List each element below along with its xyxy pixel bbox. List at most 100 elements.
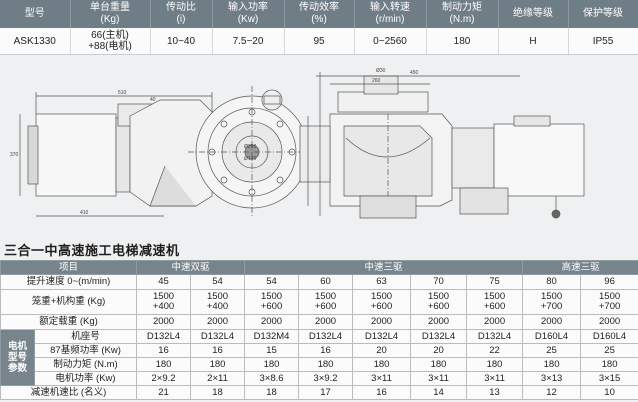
params-cell: 180: [190, 357, 246, 372]
params-cell: 2000: [522, 314, 582, 330]
section-title: 三合一中高速施工电梯减速机: [4, 243, 180, 258]
params-cell: 22: [466, 343, 524, 358]
params-cell: 3×11: [352, 371, 412, 386]
spec-header: 输入转速(r/min): [354, 0, 427, 28]
params-cell: 1500+700: [522, 289, 582, 315]
dim-label: 260: [372, 78, 381, 84]
params-cell: D132L4: [410, 329, 468, 344]
params-group-header: 中速双驱: [136, 260, 246, 275]
params-cell: D132L4: [136, 329, 192, 344]
params-row-label: 减速机速比 (名义): [0, 385, 138, 400]
dim-label: 510: [118, 90, 127, 96]
spec-header: 传动比(i): [150, 0, 213, 28]
params-row-label: 87基频功率 (Kw): [33, 343, 138, 358]
params-cell: 180: [410, 357, 468, 372]
params-cell: 16: [136, 343, 192, 358]
params-group-header: 高速三驱: [522, 260, 638, 275]
params-cell: 45: [136, 274, 192, 290]
params-cell: 21: [136, 385, 192, 400]
params-cell: 2000: [136, 314, 192, 330]
params-row-label: 制动力矩 (N.m): [33, 357, 138, 372]
params-cell: 16: [352, 385, 412, 400]
params-cell: D132L4: [298, 329, 354, 344]
params-cell: 20: [410, 343, 468, 358]
params-cell: 3×13: [522, 371, 582, 386]
dim-label: Ø250: [244, 144, 256, 150]
params-cell: 180: [352, 357, 412, 372]
spec-header: 输入功率(Kw): [212, 0, 285, 28]
dim-label: 450: [410, 70, 419, 76]
params-cell: 2×9.2: [136, 371, 192, 386]
params-cell: 180: [522, 357, 582, 372]
params-cell: 18: [190, 385, 246, 400]
params-cell: 2000: [244, 314, 300, 330]
params-cell: D160L4: [580, 329, 638, 344]
params-cell: 3×9.2: [298, 371, 354, 386]
params-cell: 1500+600: [466, 289, 524, 315]
dim-label: Ø30: [376, 68, 386, 74]
spec-table: 型号 单台重量(Kg) 传动比(i) 输入功率(Kw) 传动效率(%) 输入转速…: [0, 0, 638, 55]
params-header-row: 项目 中速双驱 中速三驱 高速三驱: [0, 260, 638, 275]
spec-cell: 95: [284, 28, 355, 55]
params-cell: 2000: [580, 314, 638, 330]
dim-label: Ø130: [244, 156, 256, 162]
params-cell: 10: [580, 385, 638, 400]
params-cell: 16: [190, 343, 246, 358]
params-cell: 1500+400: [190, 289, 246, 315]
params-cell: 2000: [190, 314, 246, 330]
motor-params-side-label: 电机型号参数: [0, 329, 35, 386]
spec-cell: 7.5~20: [212, 28, 285, 55]
params-row-label: 笼重+机构重 (Kg): [0, 289, 138, 315]
params-cell: 180: [298, 357, 354, 372]
params-cell: 80: [522, 274, 582, 290]
spec-cell: ASK1330: [0, 28, 71, 55]
params-cell: 70: [410, 274, 468, 290]
params-cell: 3×11: [410, 371, 468, 386]
params-cell: 1500+400: [136, 289, 192, 315]
params-cell: 3×8.6: [244, 371, 300, 386]
spec-cell: 66(主机)+88(电机): [70, 28, 151, 55]
params-cell: 1500+700: [580, 289, 638, 315]
params-cell: 2×11: [190, 371, 246, 386]
spec-header-row: 型号 单台重量(Kg) 传动比(i) 输入功率(Kw) 传动效率(%) 输入转速…: [0, 0, 638, 28]
spec-cell: 0~2560: [354, 28, 427, 55]
spec-header: 单台重量(Kg): [70, 0, 151, 28]
params-cell: 18: [244, 385, 300, 400]
params-row-label: 电机功率 (Kw): [33, 371, 138, 386]
params-cell: 1500+600: [352, 289, 412, 315]
params-cell: 1500+600: [244, 289, 300, 315]
params-cell: 3×15: [580, 371, 638, 386]
gearbox-technical-drawing: 510 410 370 40 260 450 Ø30 Ø250 Ø130: [10, 68, 585, 219]
params-row-label: 提升速度 0~(m/min): [0, 274, 138, 290]
params-cell: 16: [298, 343, 354, 358]
params-cell: 13: [466, 385, 524, 400]
params-cell: 25: [580, 343, 638, 358]
spec-header: 制动力矩(N.m): [426, 0, 499, 28]
spec-cell: 180: [426, 28, 499, 55]
spec-cell: 10~40: [150, 28, 213, 55]
params-cell: 2000: [298, 314, 354, 330]
spec-cell: H: [498, 28, 569, 55]
spec-header: 型号: [0, 0, 71, 28]
spec-value-row: ASK1330 66(主机)+88(电机) 10~40 7.5~20 95 0~…: [0, 28, 638, 55]
params-cell: 96: [580, 274, 638, 290]
params-cell: 54: [190, 274, 246, 290]
params-row-label: 机座号: [33, 329, 138, 344]
params-cell: 180: [580, 357, 638, 372]
params-group-header: 中速三驱: [244, 260, 524, 275]
params-row-label: 额定载重 (Kg): [0, 314, 138, 330]
params-cell: D132L4: [190, 329, 246, 344]
params-cell: 2000: [410, 314, 468, 330]
params-cell: 1500+600: [410, 289, 468, 315]
params-cell: D132L4: [352, 329, 412, 344]
params-cell: 20: [352, 343, 412, 358]
params-cell: D132L4: [466, 329, 524, 344]
params-cell: 17: [298, 385, 354, 400]
params-header-item: 项目: [0, 260, 138, 275]
params-cell: 2000: [466, 314, 524, 330]
